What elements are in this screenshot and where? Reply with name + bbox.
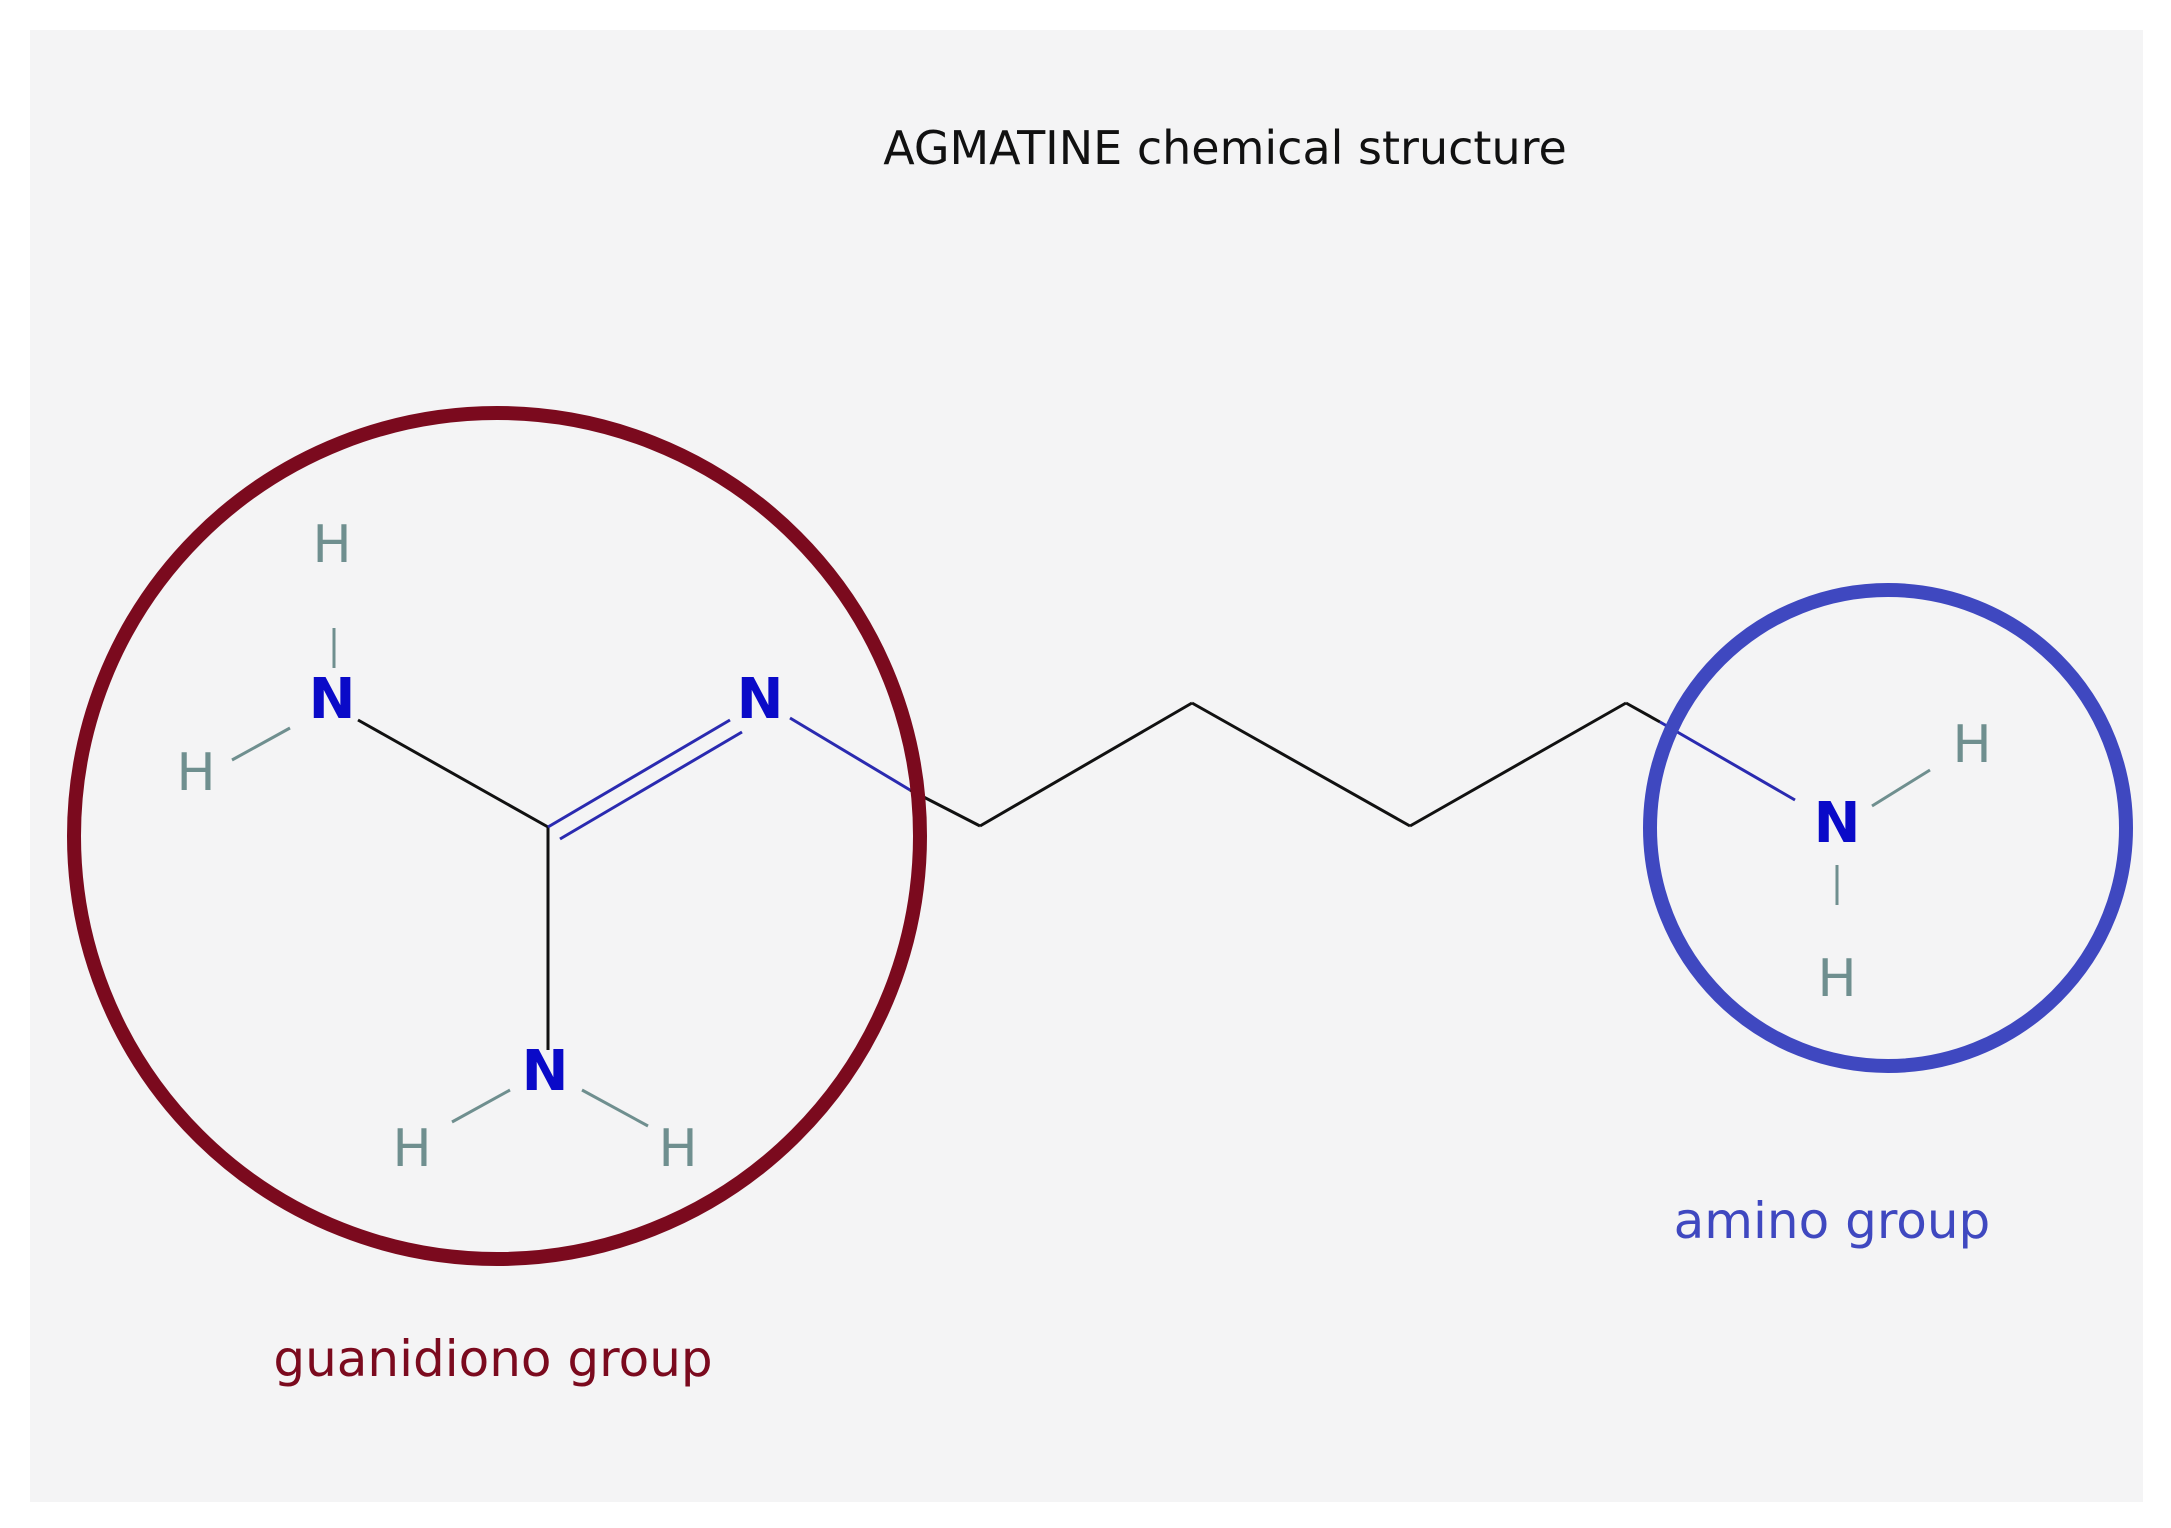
bond-h-left (231, 726, 291, 762)
amino-group-circle (1643, 583, 2133, 1073)
amino-group-label: amino group (1674, 1192, 1991, 1250)
diagram-title: AGMATINE chemical structure (883, 121, 1567, 175)
atom-n-imine: N (737, 667, 784, 732)
bond-double-2 (559, 730, 743, 841)
atom-n-guanidino-lower: N (522, 1039, 569, 1104)
carbon-chain-bonds (357, 701, 1661, 1050)
atom-h-bottom-left: H (392, 1119, 431, 1179)
bond-chain-4 (1409, 701, 1627, 828)
bond-double-1 (547, 718, 731, 829)
nitrogen-bonds (547, 716, 1796, 841)
bond-h-bottom-right (581, 1088, 649, 1128)
atom-h-bottom-right: H (658, 1119, 697, 1179)
guanidino-group-circle (67, 406, 927, 1266)
bond-h-amino-upper (1871, 768, 1931, 808)
atom-h-amino-upper: H (1952, 715, 1991, 775)
bond-n-chain (789, 716, 911, 792)
bond-h-bottom-left (451, 1088, 511, 1124)
hydrogen-bonds (231, 628, 1931, 1128)
bond-chain-3 (1191, 701, 1411, 828)
nitrogen-atoms: N N N N (309, 667, 1861, 1104)
diagram-panel (30, 30, 2143, 1502)
hydrogen-atoms: H H H H H H (176, 515, 1991, 1179)
guanidino-group-label: guanidiono group (273, 1330, 712, 1388)
bond-chain-2 (979, 701, 1193, 828)
atom-h-top: H (312, 515, 351, 575)
atom-n-guanidino-upper: N (309, 667, 356, 732)
bond-chain-amino (1659, 720, 1796, 802)
atom-h-amino-lower: H (1817, 949, 1856, 1009)
atom-h-left: H (176, 743, 215, 803)
bond-chain-5 (1625, 701, 1661, 724)
atom-n-amino: N (1814, 791, 1861, 856)
bond-c-n-upper (357, 718, 549, 829)
